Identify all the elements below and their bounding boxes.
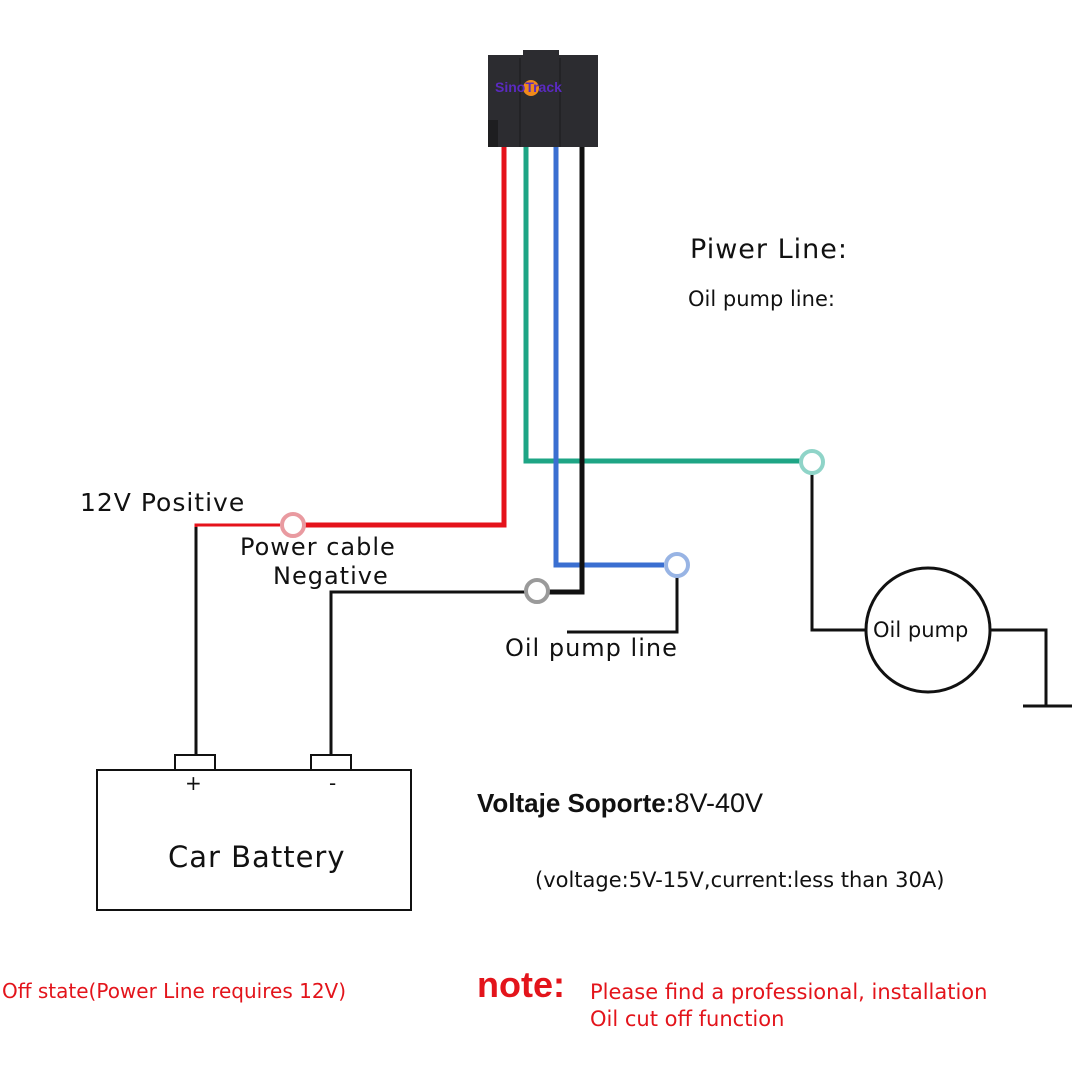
relay-rating: (voltage:5V-15V,current:less than 30A) (535, 868, 945, 892)
power-cable-label: Power cable (240, 533, 396, 561)
power-line-label: Piwer Line: (690, 234, 848, 265)
oil-pump-out-connector (664, 552, 690, 578)
power-wire (293, 147, 507, 528)
positive-terminal (174, 754, 216, 771)
car-battery (96, 754, 412, 911)
oil-pump-out-wire (553, 147, 664, 568)
oil-pump-line-label: Oil pump line (505, 634, 678, 662)
voltage-spec-label: Voltaje Soporte: (477, 788, 675, 818)
oil-pump-line-top-label: Oil pump line: (688, 287, 835, 311)
oil-pump-in-wire (523, 147, 800, 464)
negative-label: Negative (273, 562, 389, 590)
note-label: note: (477, 964, 565, 1005)
note-line-2: Oil cut off function (590, 1007, 785, 1031)
note-line-1: Please find a professional, installation (590, 980, 988, 1004)
positive-12v-label: 12V Positive (80, 488, 246, 517)
gps-tracker-device: SinoTrack (488, 50, 598, 147)
power-connector (280, 512, 306, 538)
brand-logo-icon (523, 80, 539, 96)
ground-wire (549, 147, 585, 595)
ground-connector (524, 578, 550, 604)
negative-lead (329, 590, 526, 756)
oil-pump-line-lead (567, 577, 679, 634)
negative-terminal (310, 754, 352, 771)
oil-pump-in-connector (799, 449, 825, 475)
pump-ground-lead (990, 628, 1048, 706)
brand-logo-text: SinoTrack (495, 79, 562, 95)
pump-feed-lead (810, 473, 866, 632)
minus-sign: - (329, 771, 337, 795)
battery-label: Car Battery (168, 840, 346, 874)
oil-pump-label: Oil pump (873, 618, 969, 642)
plus-sign: + (185, 771, 202, 795)
off-state-note: Off state(Power Line requires 12V) (2, 979, 347, 1003)
voltage-spec: Voltaje Soporte:8V-40V (477, 788, 763, 819)
voltage-spec-value: 8V-40V (674, 788, 764, 818)
